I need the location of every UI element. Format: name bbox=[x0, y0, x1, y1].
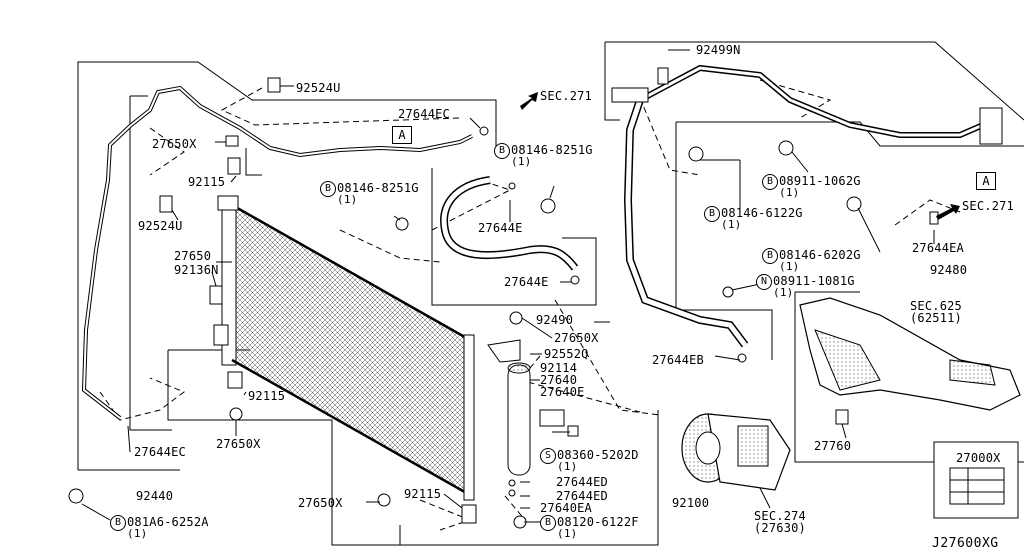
part-92115-c-label: 92115 bbox=[404, 487, 442, 501]
qty-label: (1) bbox=[127, 527, 148, 540]
condenser bbox=[213, 195, 475, 501]
part-27650x-c-label: 27650X bbox=[216, 437, 261, 451]
part-27640e-label: 27640E bbox=[540, 385, 585, 399]
sec625-label: SEC.625 bbox=[910, 299, 962, 313]
part-27760-label: 27760 bbox=[814, 439, 852, 453]
part-27650x-d-label: 27650X bbox=[298, 496, 343, 510]
marker-a-left: A bbox=[392, 126, 412, 144]
bolt-marker-b: B bbox=[320, 181, 336, 197]
leader-lines bbox=[81, 49, 935, 523]
sec271-arrows bbox=[520, 92, 960, 220]
hose-92490 bbox=[440, 176, 579, 271]
part-08120-6122f-label: 08120-6122F bbox=[557, 515, 639, 529]
part-27644ec-bot-label: 27644EC bbox=[134, 445, 186, 459]
qty-label: (1) bbox=[557, 527, 578, 540]
bolt-marker-b: B bbox=[540, 515, 556, 531]
part-92552q-label: 92552Q bbox=[544, 347, 589, 361]
part-27644ed-a-label: 27644ED bbox=[556, 475, 608, 489]
label-27000x-box bbox=[933, 441, 1019, 519]
part-27644eb-label: 27644EB bbox=[652, 353, 704, 367]
part-27650-label: 27650 bbox=[174, 249, 212, 263]
part-27644ea-label: 27644EA bbox=[912, 241, 964, 255]
bolt-marker-b: B bbox=[110, 515, 126, 531]
part-92499n-label: 92499N bbox=[696, 43, 741, 57]
part-92100-label: 92100 bbox=[672, 496, 710, 510]
part-92524u-left-label: 92524U bbox=[138, 219, 183, 233]
compressor bbox=[681, 413, 791, 491]
part-92115-b-label: 92115 bbox=[248, 389, 286, 403]
receiver-drier bbox=[487, 339, 565, 476]
pipe-92480 bbox=[611, 64, 1003, 348]
part-62511-label: (62511) bbox=[910, 311, 962, 325]
qty-label: (1) bbox=[779, 260, 800, 273]
qty-label: (1) bbox=[337, 193, 358, 206]
qty-label: (1) bbox=[721, 218, 742, 231]
part-08911-1081g-label: 08911-1081G bbox=[773, 274, 855, 288]
pipe-92440 bbox=[81, 85, 473, 420]
part-92440-label: 92440 bbox=[136, 489, 174, 503]
nut-marker-n: N bbox=[756, 274, 772, 290]
part-27640ea-label: 27640EA bbox=[540, 501, 592, 515]
bolt-marker-b: B bbox=[762, 248, 778, 264]
part-27000x-label: 27000X bbox=[956, 451, 1001, 465]
qty-label: (1) bbox=[773, 286, 794, 299]
part-92524u-top-label: 92524U bbox=[296, 81, 341, 95]
part-08146-6202g-label: 08146-6202G bbox=[779, 248, 861, 262]
part-27644ed-b-label: 27644ED bbox=[556, 489, 608, 503]
part-08146-8251g-a-label: 08146-8251G bbox=[337, 181, 419, 195]
part-27650x-a-label: 27650X bbox=[152, 137, 197, 151]
part-92136n-label: 92136N bbox=[174, 263, 219, 277]
diagram-reference-code: J27600XG bbox=[932, 536, 999, 551]
bolt-marker-b: B bbox=[762, 174, 778, 190]
qty-label: (1) bbox=[557, 460, 578, 473]
bolt-marker-b: B bbox=[494, 143, 510, 159]
part-08146-6122g-label: 08146-6122G bbox=[721, 206, 803, 220]
part-27644ec-top-label: 27644EC bbox=[398, 107, 450, 121]
part-27644e-a-label: 27644E bbox=[478, 221, 523, 235]
bolt-marker-b: B bbox=[704, 206, 720, 222]
part-08360-5202d-label: 08360-5202D bbox=[557, 448, 639, 462]
part-92480-label: 92480 bbox=[930, 263, 968, 277]
part-92114-label: 92114 bbox=[540, 361, 578, 375]
marker-a-right: A bbox=[976, 172, 996, 190]
part-08146-8251g-b-label: 08146-8251G bbox=[511, 143, 593, 157]
part-92115-a-label: 92115 bbox=[188, 175, 226, 189]
qty-label: (1) bbox=[779, 186, 800, 199]
sec271-right-label: SEC.271 bbox=[962, 199, 1014, 213]
part-08911-1062g-label: 08911-1062G bbox=[779, 174, 861, 188]
dashed-leaders bbox=[99, 79, 961, 531]
part-92490-label: 92490 bbox=[536, 313, 574, 327]
boundary-lines bbox=[77, 41, 1024, 546]
part-27640-label: 27640 bbox=[540, 373, 578, 387]
screw-marker-s: S bbox=[540, 448, 556, 464]
part-27644e-b-label: 27644E bbox=[504, 275, 549, 289]
part-27630-label: (27630) bbox=[754, 521, 806, 535]
sec274-label: SEC.274 bbox=[754, 509, 806, 523]
part-081a6-6252a-label: 081A6-6252A bbox=[127, 515, 209, 529]
part-27650x-b-label: 27650X bbox=[554, 331, 599, 345]
sec271-top-label: SEC.271 bbox=[540, 89, 592, 103]
body-bracket bbox=[799, 297, 1021, 411]
qty-label: (1) bbox=[511, 155, 532, 168]
